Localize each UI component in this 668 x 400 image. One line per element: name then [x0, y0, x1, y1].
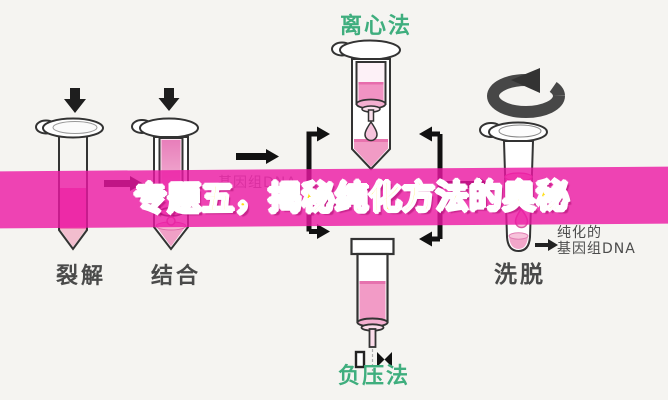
step-label-elution: 洗脱 [494, 262, 546, 288]
bound-liquid-cone [156, 226, 186, 247]
vacuum-port-icon [354, 350, 366, 369]
collected-liquid-cone [354, 148, 388, 167]
column-flange [350, 237, 395, 256]
tube-cap [339, 39, 401, 61]
collected-liquid [354, 139, 388, 149]
liquid-surface [359, 281, 386, 284]
method-label-centrifugation: 离心法 [340, 14, 413, 39]
tube-cap-inner [52, 121, 98, 134]
column-liquid [359, 281, 386, 320]
right-arrow-icon [236, 149, 279, 164]
purified-dna-note-line1: 纯化的 [557, 225, 602, 241]
tube-cap [139, 117, 199, 139]
down-arrow-icon [158, 88, 180, 111]
droplet-icon [364, 120, 378, 142]
rotate-arrow-icon [487, 68, 565, 118]
step-label-lysis: 裂解 [56, 264, 107, 289]
tube-cap-inner [498, 124, 542, 138]
right-arrow-icon [535, 243, 548, 247]
lysate-liquid-cone [60, 229, 86, 247]
vacuum-column [350, 237, 395, 371]
liquid-surface [508, 232, 529, 240]
centrifuge-tube [331, 39, 401, 171]
step-label-binding: 结合 [151, 264, 202, 289]
down-arrow-icon [64, 88, 86, 113]
title-banner: 专题五，揭秘纯化方法的奥秘 [0, 166, 668, 229]
column-tip [368, 328, 377, 348]
vacuum-valve-icon [384, 352, 392, 367]
banner-headline: 专题五，揭秘纯化方法的奥秘 [133, 176, 570, 219]
vacuum-valve-icon [377, 352, 385, 367]
column-tip [367, 109, 375, 122]
method-label-vacuum: 负压法 [338, 364, 411, 389]
right-arrow-icon [548, 239, 558, 251]
spin-column-liquid [358, 82, 384, 102]
purified-dna-note-line2: 基因组DNA [557, 241, 636, 257]
liquid-surface [358, 82, 384, 85]
